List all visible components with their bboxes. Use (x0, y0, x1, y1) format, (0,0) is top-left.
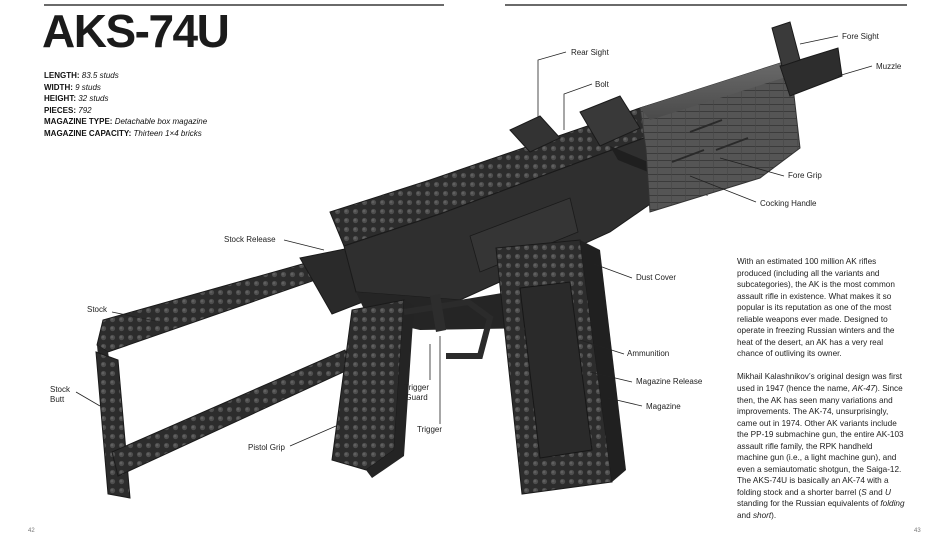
leader-magazine (607, 397, 643, 407)
spec-list: LENGTH: 83.5 studs WIDTH: 9 studs HEIGHT… (44, 70, 207, 140)
label-fore-sight: Fore Sight (842, 32, 879, 41)
stock-butt (95, 351, 131, 499)
spec-magazine-capacity: MAGAZINE CAPACITY: Thirteen 1×4 bricks (44, 128, 202, 138)
rear-sight (509, 115, 561, 153)
label-stock: Stock (87, 305, 108, 314)
spec-height: HEIGHT: 32 studs (44, 94, 109, 104)
handguard (639, 21, 843, 213)
leader-fore-grip (719, 157, 785, 177)
leader-stock-butt (75, 391, 101, 407)
label-dust-cover: Dust Cover (636, 273, 677, 282)
paragraph-1: With an estimated 100 million AK rifles … (737, 257, 895, 359)
top-rule-left (44, 4, 444, 6)
page-title: AKS-74U (42, 5, 230, 57)
leader-cocking-handle (689, 175, 757, 203)
label-ammunition: Ammunition (627, 349, 670, 358)
trigger (430, 294, 446, 332)
leader-magazine-release (589, 371, 633, 383)
leader-fore-sight (799, 35, 839, 45)
pistol-grip-side (366, 300, 414, 478)
leader-stock (111, 311, 161, 323)
callout-lines (75, 35, 873, 447)
stock-lower-arm (111, 349, 353, 477)
stock-frame (95, 247, 369, 499)
leader-muzzle (837, 65, 873, 77)
bolt-block (579, 95, 641, 147)
top-rule-right (505, 4, 907, 6)
leader-stock-release (283, 239, 325, 251)
body-text: With an estimated 100 million AK rifles … (737, 256, 905, 533)
magazine (495, 239, 626, 495)
barrel-muzzle (779, 47, 843, 97)
label-magazine-release: Magazine Release (636, 377, 703, 386)
trigger-guard (403, 298, 494, 359)
label-magazine: Magazine (646, 402, 681, 411)
pistol-grip-body (331, 299, 405, 471)
label-cocking-handle: Cocking Handle (760, 199, 817, 208)
spec-magazine-type: MAGAZINE TYPE: Detachable box magazine (44, 117, 208, 127)
label-stock-butt: Stock Butt (50, 385, 71, 404)
label-trigger: Trigger (417, 425, 443, 434)
leader-pistol-grip (289, 425, 337, 447)
spec-width: WIDTH: 9 studs (44, 82, 101, 92)
magazine-window (519, 281, 593, 459)
leader-dust-cover (593, 263, 633, 279)
leader-bolt (563, 83, 593, 130)
label-pistol-grip: Pistol Grip (248, 443, 285, 452)
leader-ammunition (579, 339, 625, 355)
label-fore-grip: Fore Grip (788, 171, 822, 180)
magazine-side (580, 240, 626, 482)
label-bolt: Bolt (595, 80, 609, 89)
trigger-group (403, 294, 494, 359)
label-rear-sight: Rear Sight (571, 48, 609, 57)
page-number-right: 43 (914, 528, 921, 534)
leader-rear-sight (537, 51, 567, 118)
label-muzzle: Muzzle (876, 62, 902, 71)
pistol-grip (331, 299, 414, 478)
paragraph-2: Mikhail Kalashnikov’s original design wa… (737, 372, 905, 520)
label-stock-release: Stock Release (224, 235, 276, 244)
handguard-top (640, 60, 802, 120)
spec-pieces: PIECES: 792 (44, 105, 92, 115)
page-number-left: 42 (28, 528, 35, 534)
label-trigger-guard: Trigger Guard (404, 383, 430, 402)
spec-length: LENGTH: 83.5 studs (44, 71, 119, 80)
fore-sight-post (771, 21, 801, 67)
